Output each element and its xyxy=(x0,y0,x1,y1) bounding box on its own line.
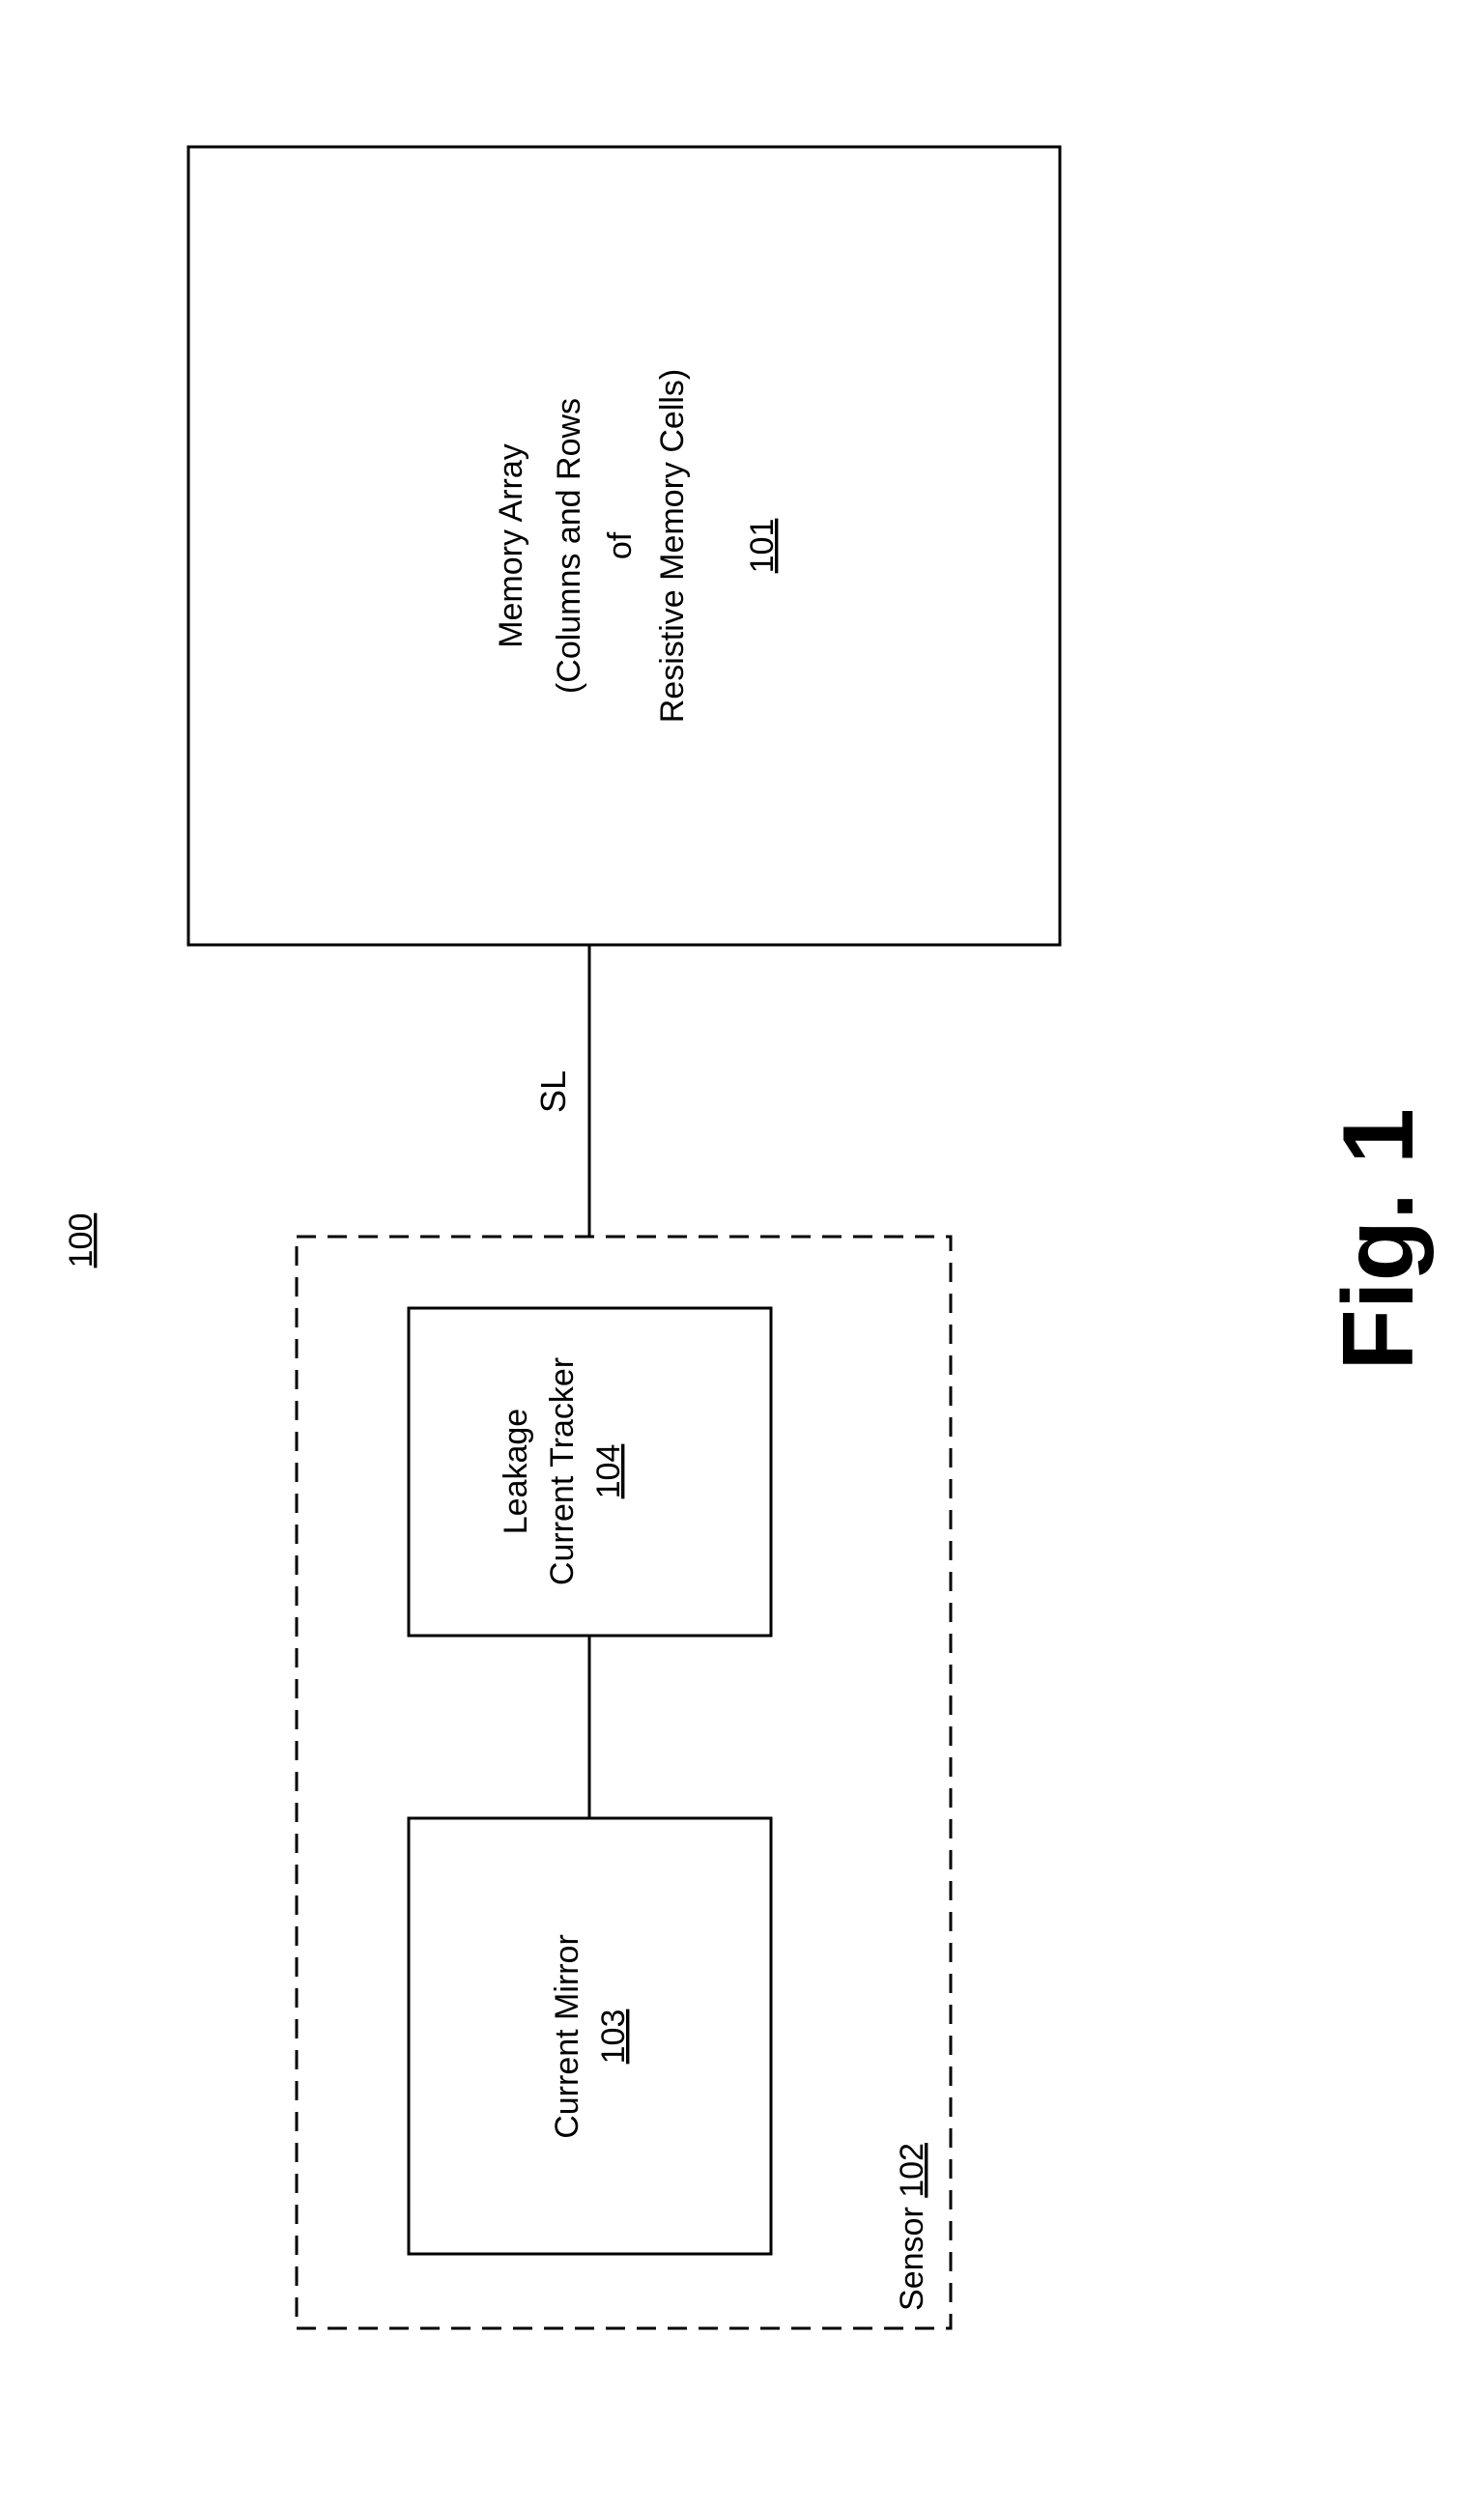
sensor-label: Sensor 102 xyxy=(894,2143,930,2311)
memory-array-title: Memory Array xyxy=(493,443,529,648)
memory-array-line4: Resistive Memory Cells) xyxy=(654,369,691,724)
figure-caption: Fig. 1 xyxy=(1323,1108,1435,1371)
leakage-tracker-line2: Current Tracker xyxy=(544,1357,581,1585)
sensor-ref: 102 xyxy=(894,2143,930,2198)
sensor-label-text: Sensor xyxy=(894,2207,930,2311)
memory-array-line3: of xyxy=(602,531,639,559)
memory-array-line2: (Columns and Rows xyxy=(551,398,587,694)
figure-ref: 100 xyxy=(63,1213,100,1268)
sl-label: SL xyxy=(533,1070,573,1113)
memory-array-ref: 101 xyxy=(744,519,781,574)
current-mirror-ref: 103 xyxy=(595,2009,632,2065)
current-mirror-title: Current Mirror xyxy=(549,1934,585,2139)
leakage-tracker-line1: Leakage xyxy=(498,1409,534,1534)
sensor-box xyxy=(297,1237,951,2328)
current-mirror-box xyxy=(409,1818,771,2254)
leakage-tracker-ref: 104 xyxy=(590,1444,627,1499)
